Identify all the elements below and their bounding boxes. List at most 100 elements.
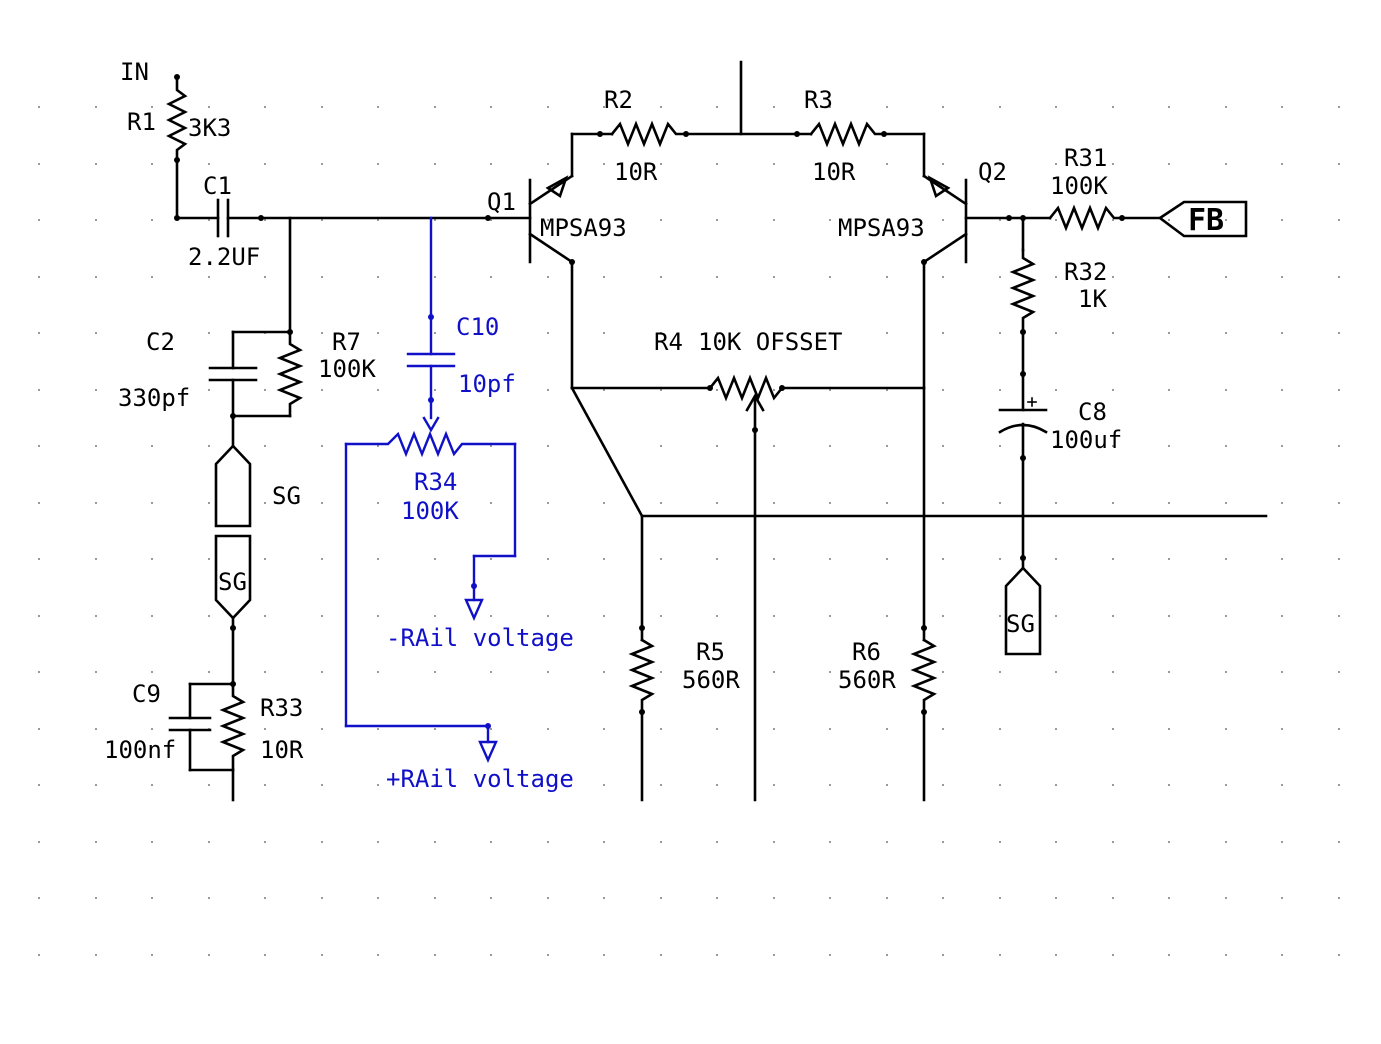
grid-dot	[1338, 389, 1340, 391]
grid-dot	[151, 332, 153, 334]
grid-dot	[208, 784, 210, 786]
grid-dot	[603, 389, 605, 391]
c1-ref: C1	[203, 172, 232, 200]
grid-dot	[434, 389, 436, 391]
r1-ref: R1	[127, 108, 156, 136]
junction	[287, 329, 293, 335]
grid-dot	[264, 219, 266, 221]
sg-block-lower	[214, 534, 252, 620]
grid-dot	[321, 276, 323, 278]
r1-value: 3K3	[188, 114, 231, 142]
r31-ref: R31	[1064, 144, 1107, 172]
grid-dot	[1055, 615, 1057, 617]
grid-dot	[603, 163, 605, 165]
grid-dot	[547, 728, 549, 730]
grid-dot	[1112, 219, 1114, 221]
grid-dot	[1338, 897, 1340, 899]
grid-dot	[95, 841, 97, 843]
grid-dot	[886, 389, 888, 391]
grid-dot	[1168, 897, 1170, 899]
grid-dot	[999, 558, 1001, 560]
grid-dot	[547, 784, 549, 786]
grid-dot	[1168, 332, 1170, 334]
grid-dot	[377, 502, 379, 504]
grid-dot	[660, 219, 662, 221]
grid-dot	[1055, 671, 1057, 673]
grid-dot	[434, 897, 436, 899]
grid-dot	[151, 445, 153, 447]
grid-dot	[208, 106, 210, 108]
grid-dot	[377, 389, 379, 391]
grid-dot	[38, 332, 40, 334]
grid-dot	[38, 897, 40, 899]
grid-dot	[773, 445, 775, 447]
grid-dot	[547, 954, 549, 956]
grid-dot	[1055, 954, 1057, 956]
grid-dot	[490, 332, 492, 334]
grid-dot	[660, 671, 662, 673]
q1-collector	[528, 232, 574, 264]
grid-dot	[208, 163, 210, 165]
grid-dot	[942, 276, 944, 278]
grid-dot	[377, 276, 379, 278]
grid-dot	[773, 841, 775, 843]
grid-dot	[716, 219, 718, 221]
junction	[1020, 371, 1026, 377]
r32-resistor	[1009, 248, 1037, 334]
grid-dot	[547, 106, 549, 108]
grid-dot	[264, 558, 266, 560]
grid-dot	[716, 389, 718, 391]
grid-dot	[1281, 897, 1283, 899]
grid-dot	[490, 671, 492, 673]
grid-dot	[321, 219, 323, 221]
junction	[1020, 555, 1026, 561]
grid-dot	[1281, 502, 1283, 504]
grid-dot	[660, 389, 662, 391]
c9-ref: C9	[132, 680, 161, 708]
grid-dot	[886, 276, 888, 278]
junction	[683, 131, 689, 137]
grid-dot	[603, 332, 605, 334]
r33-resistor	[219, 682, 247, 772]
grid-dot	[942, 615, 944, 617]
grid-dot	[264, 389, 266, 391]
grid-dot	[1168, 558, 1170, 560]
grid-dot	[151, 728, 153, 730]
grid-dot	[1055, 784, 1057, 786]
grid-dot	[1338, 502, 1340, 504]
q2-ref: Q2	[978, 158, 1007, 186]
grid-dot	[377, 841, 379, 843]
grid-dot	[321, 728, 323, 730]
grid-dot	[1225, 276, 1227, 278]
grid-dot	[773, 332, 775, 334]
grid-dot	[942, 445, 944, 447]
grid-dot	[547, 389, 549, 391]
r5-value: 560R	[682, 666, 740, 694]
grid-dot	[547, 219, 549, 221]
grid-dot	[1338, 841, 1340, 843]
grid-dot	[95, 954, 97, 956]
junction	[597, 131, 603, 137]
grid-dot	[1338, 728, 1340, 730]
grid-dot	[434, 558, 436, 560]
grid-dot	[829, 897, 831, 899]
junction	[639, 625, 645, 631]
grid-dot	[829, 841, 831, 843]
grid-dot	[1225, 445, 1227, 447]
grid-dot	[377, 445, 379, 447]
grid-dot	[321, 558, 323, 560]
grid-dot	[886, 954, 888, 956]
grid-dot	[264, 445, 266, 447]
grid-dot	[1168, 841, 1170, 843]
grid-dot	[1168, 219, 1170, 221]
grid-dot	[38, 615, 40, 617]
grid-dot	[490, 897, 492, 899]
grid-dot	[1055, 276, 1057, 278]
grid-dot	[95, 332, 97, 334]
grid-dot	[490, 558, 492, 560]
junction	[258, 215, 264, 221]
grid-dot	[1112, 163, 1114, 165]
r6-value: 560R	[838, 666, 896, 694]
grid-dot	[886, 615, 888, 617]
